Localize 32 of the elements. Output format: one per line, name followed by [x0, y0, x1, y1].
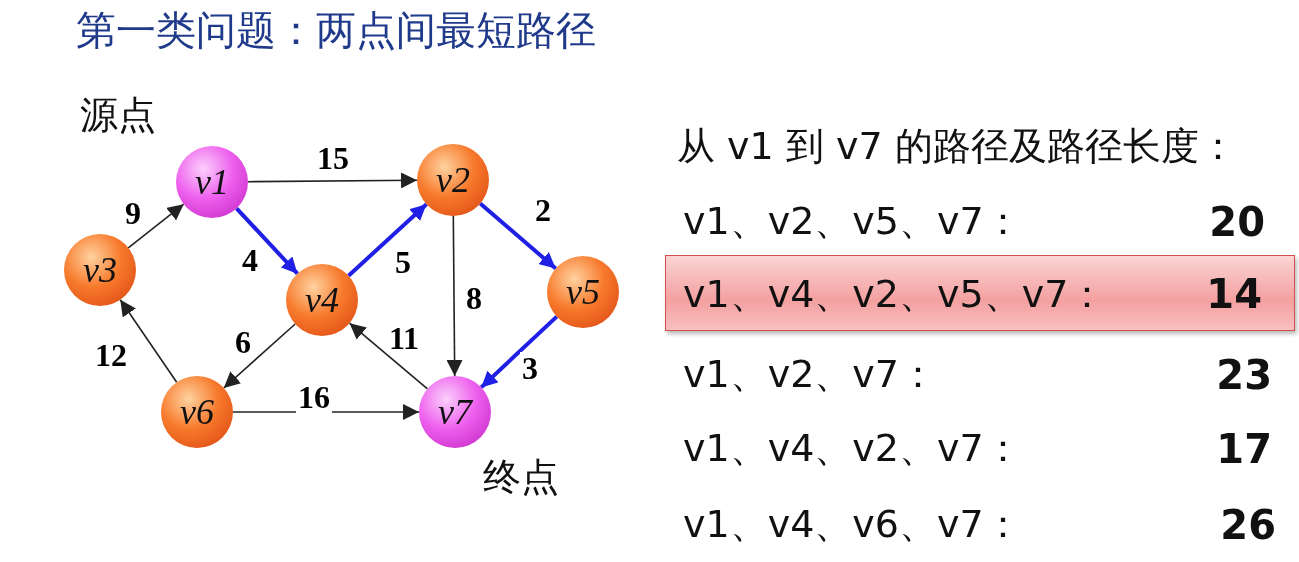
length-value: 20: [1209, 202, 1265, 242]
graph-vertex: v3: [64, 234, 136, 306]
length-value: 17: [1216, 429, 1272, 469]
length-value: 14: [1206, 274, 1262, 314]
graph-vertex: v1: [176, 146, 248, 218]
endpoint-label: 终点: [483, 458, 559, 496]
graph-vertex: v4: [286, 264, 358, 336]
graph-vertex: v5: [547, 256, 619, 328]
path-text: v1、v4、v2、v5、v7：: [683, 275, 1107, 313]
arrow: [348, 322, 429, 390]
arrow: [446, 215, 463, 377]
path-text: v1、v4、v6、v7：: [683, 505, 1022, 543]
graph-vertex: v6: [161, 376, 233, 448]
arrow: [235, 206, 299, 276]
path-text: v1、v2、v5、v7：: [683, 202, 1022, 240]
length-value: 26: [1220, 505, 1276, 545]
arrow: [127, 203, 185, 249]
arrow: [223, 323, 296, 389]
arrow: [347, 202, 428, 278]
length-value: 23: [1216, 355, 1272, 395]
path-text: v1、v4、v2、v7：: [683, 429, 1022, 467]
graph-vertex: v2: [417, 144, 489, 216]
table-heading: 从 v1 到 v7 的路径及路径长度：: [677, 127, 1237, 165]
arrow: [119, 298, 178, 384]
graph-vertex: v7: [419, 376, 491, 448]
arrow: [247, 172, 418, 189]
path-text: v1、v2、v7：: [683, 355, 937, 393]
endpoint-label: 源点: [80, 96, 156, 134]
highlighted-row: [665, 255, 1295, 331]
arrow: [478, 202, 558, 270]
arrow: [479, 315, 559, 389]
title: 第一类问题：两点间最短路径: [76, 8, 596, 52]
